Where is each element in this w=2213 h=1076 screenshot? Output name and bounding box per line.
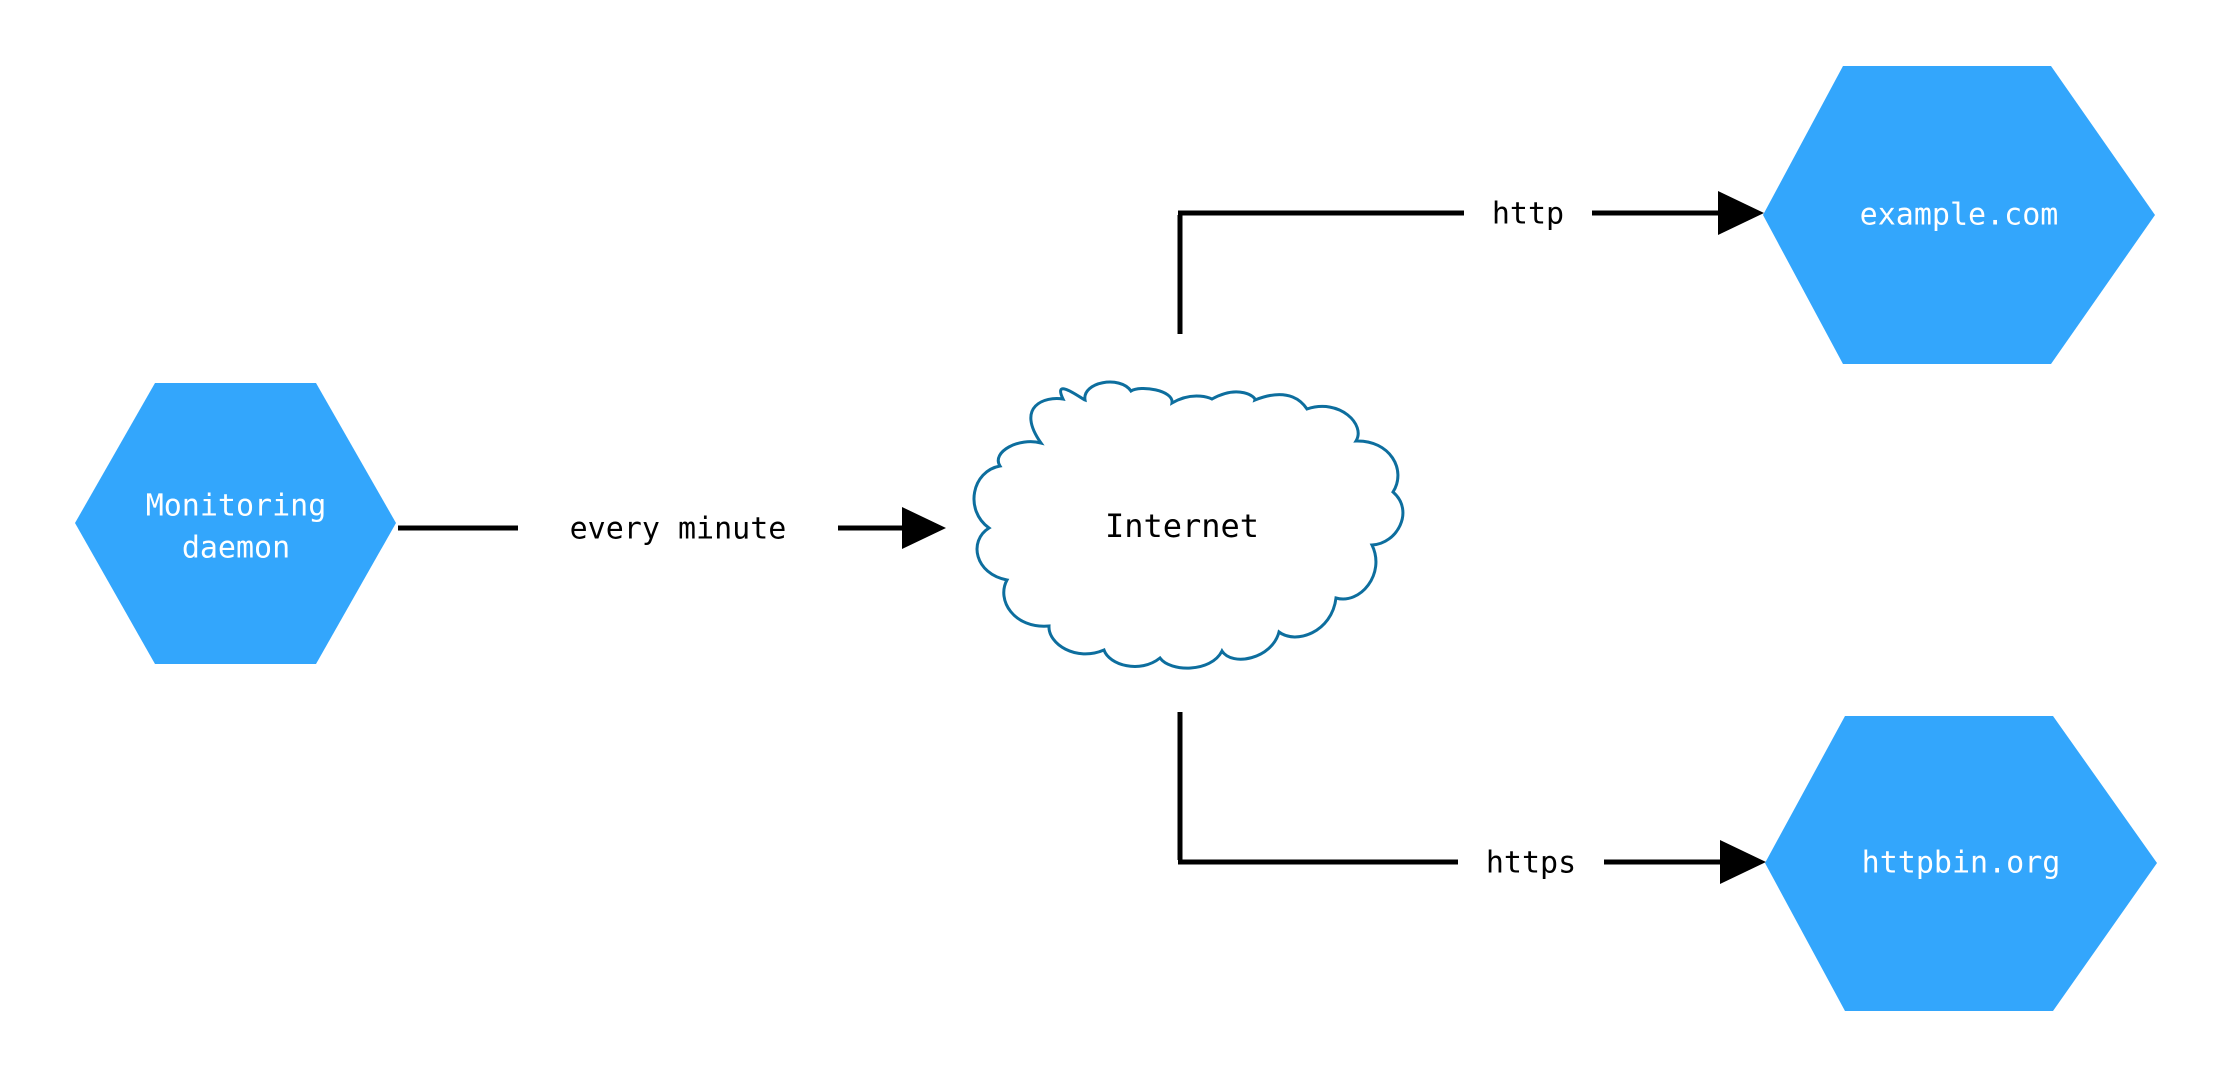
- node-httpbin-org[interactable]: httpbin.org: [1765, 716, 2157, 1011]
- edge-label-every-minute: every minute: [570, 512, 787, 547]
- arrowhead-icon-to-internet: [902, 507, 946, 549]
- edge-internet-to-httpbin: https: [1177, 712, 1766, 884]
- edge-internet-to-example: http: [1177, 191, 1764, 334]
- node-example-com[interactable]: example.com: [1763, 66, 2155, 364]
- cloud-shape-internet: [972, 380, 1405, 670]
- hexagon-shape-monitoring-daemon: [75, 383, 396, 664]
- arrowhead-icon-to-example: [1718, 191, 1764, 235]
- hexagon-shape-example-com: [1763, 66, 2155, 364]
- edge-daemon-to-internet: every minute: [398, 507, 946, 549]
- node-label-monitoring-daemon-line2: daemon: [182, 531, 290, 566]
- edge-label-http: http: [1492, 197, 1564, 232]
- node-monitoring-daemon[interactable]: Monitoring daemon: [75, 383, 396, 664]
- node-label-internet: Internet: [1105, 507, 1259, 545]
- node-label-example-com: example.com: [1860, 198, 2059, 233]
- node-internet-cloud[interactable]: Internet: [972, 380, 1405, 670]
- hexagon-shape-httpbin-org: [1765, 716, 2157, 1011]
- arrowhead-icon-to-httpbin: [1720, 840, 1766, 884]
- node-label-httpbin-org: httpbin.org: [1862, 846, 2061, 881]
- node-label-monitoring-daemon-line1: Monitoring: [146, 489, 327, 524]
- edge-label-https: https: [1486, 846, 1576, 881]
